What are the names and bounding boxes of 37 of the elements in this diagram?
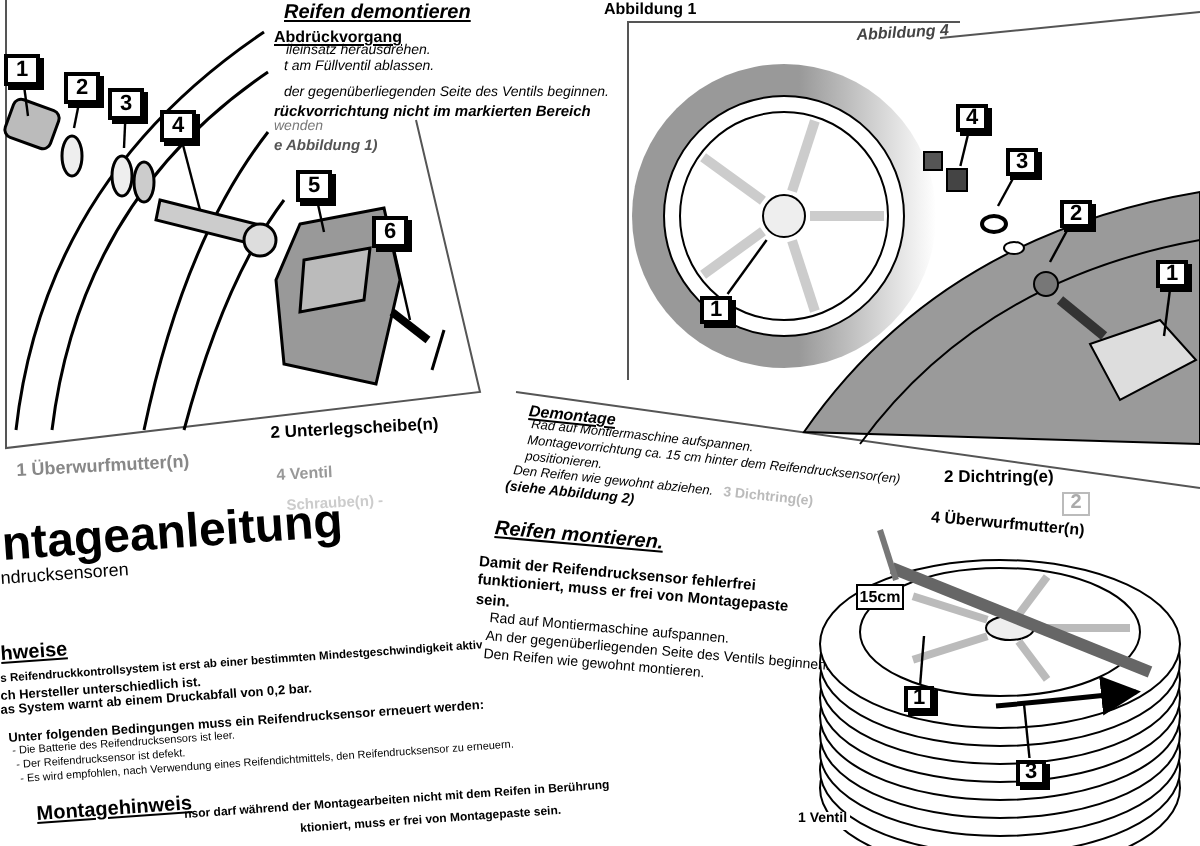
leader-line <box>996 177 1015 207</box>
callout-number: 2 <box>1060 200 1092 228</box>
figure-title: Abbildung 1 <box>604 0 697 20</box>
leader-line <box>726 239 768 295</box>
leader-line <box>122 121 127 149</box>
leader-line <box>919 635 926 685</box>
callout-number: 2 <box>1062 492 1090 516</box>
part-list-item: 1 Überwurfmutter(n) <box>16 450 190 483</box>
callout-number: 5 <box>296 170 332 202</box>
leader-line <box>72 105 80 129</box>
part-list-item: 2 Unterlegscheibe(n) <box>270 413 440 444</box>
callout-number: 6 <box>372 216 408 248</box>
callout-number: 4 <box>160 110 196 142</box>
leader-line <box>316 203 326 233</box>
dimension-box: 15cm <box>856 584 904 610</box>
leader-line <box>1022 703 1031 759</box>
callout-number: 1 <box>700 296 732 324</box>
leader-line <box>392 249 412 321</box>
leader-line <box>1162 289 1172 337</box>
leader-line <box>23 87 30 117</box>
callout-number: 2 <box>64 72 100 104</box>
leader-line <box>1048 229 1069 263</box>
leader-line <box>181 143 202 211</box>
callout-number: 4 <box>956 104 988 132</box>
section-heading: Reifen demontieren <box>284 2 471 27</box>
subheading: Abdrückvorgang <box>274 28 403 46</box>
nut <box>946 168 968 192</box>
callout-number: 3 <box>108 88 144 120</box>
callout-number: 1 <box>1156 260 1188 288</box>
section-heading: hweise <box>0 639 69 666</box>
section-heading: Reifen montieren. <box>493 518 665 556</box>
callout-number: 3 <box>1006 148 1038 176</box>
figure-title: Abbildung 4 <box>856 21 950 46</box>
leader-line <box>959 133 970 167</box>
callout-number: 1 <box>4 54 40 86</box>
part-list-item: 4 Ventil <box>276 463 333 486</box>
part-label: 2 Dichtring(e) <box>944 466 1054 488</box>
